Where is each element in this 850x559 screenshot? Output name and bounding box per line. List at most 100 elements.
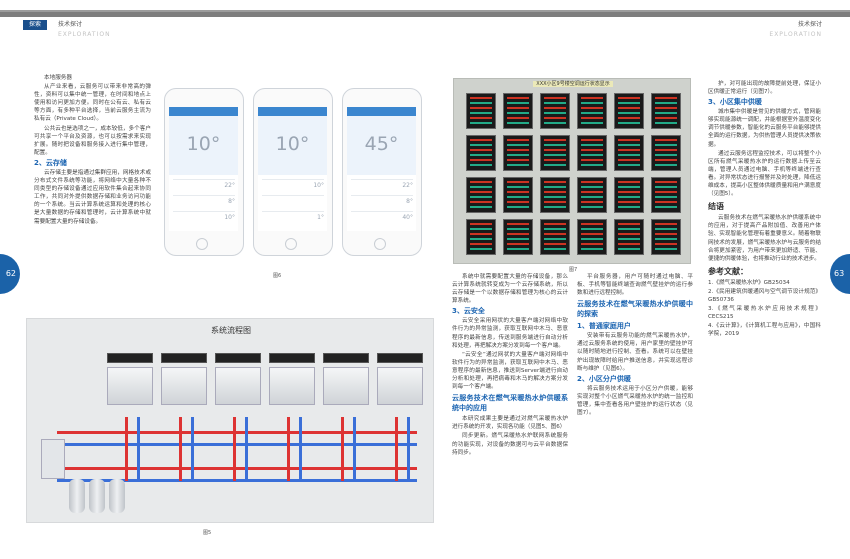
panel-line [507,206,529,208]
panel-line [581,97,603,99]
panel-line [655,107,677,109]
col5-paragraph-0: 护，对可能出现的故障提前处理，保证小区供暖正常运行（见图7）。 [708,81,821,96]
panel-line [581,248,603,250]
water-tank [89,479,105,513]
riser-supply [233,417,236,481]
phone-reading-row: 8° [351,195,413,206]
panel-line [470,223,492,225]
panel-line [544,233,566,235]
phone-screen: 10°22°8°10° [169,107,238,231]
panel-line [507,248,529,250]
riser-return [191,417,194,481]
phone-reading-row: 40° [351,211,413,222]
phone-home-button [374,238,386,250]
col5-reference-10: 4.《云计算》，《计算机工程与应用》，中国科学院，2019 [708,323,821,338]
monitor-panel [466,177,496,213]
panel-line [618,233,640,235]
panel-line [507,223,529,225]
panel-line [507,228,529,230]
panel-line [544,144,566,146]
monitor-panel [466,219,496,255]
panel-line [581,149,603,151]
panel-line [655,97,677,99]
panel-line [544,223,566,225]
panel-line [581,164,603,166]
panel-line [618,144,640,146]
panel-line [507,117,529,119]
monitor-title: XXX小区9号楼空调运行状态显示 [454,81,692,88]
panel-line [655,112,677,114]
text-column-3: 系统中就需要配置大量的存储设备，那么云计算系统就转变成为一个云存储系统，所以云存… [452,273,568,458]
panel-line [470,144,492,146]
panel-line [544,164,566,166]
return-pipe [57,443,417,446]
unit-body [323,367,369,405]
panel-line [470,164,492,166]
monitor-panel [466,135,496,171]
phone-title-bar [169,107,238,116]
monitor-panel [503,93,533,129]
col4-heading-2: 1、普通家庭用户 [577,322,631,331]
panel-line [581,233,603,235]
col5-heading-4: 结语 [708,202,724,212]
panel-line [655,139,677,141]
panel-line [655,248,677,250]
phone-temperature: 45° [364,133,399,155]
panel-line [507,97,529,99]
unit-display [215,353,261,363]
panel-line [544,186,566,188]
phone-reading-row: 10° [262,179,324,190]
monitor-panel [503,177,533,213]
left-header-en: EXPLORATION [58,31,111,38]
panel-line [655,117,677,119]
panel-line [470,139,492,141]
panel-line [618,154,640,156]
text-column-1: 本地服务器从产业来看，云服务可以带来非常高的弹性，资料可以集中统一管理，在时间和… [34,74,151,227]
panel-line [581,206,603,208]
right-header-title: 技术探讨 [797,21,822,28]
panel-line [618,191,640,193]
panel-line [581,196,603,198]
panel-line [470,248,492,250]
figure-5-caption: 图5 [203,530,212,536]
col3-paragraph-3: “云安全”通过网状的大量客户端对网络中软件行为的异常监测，获取互联网中木马、恶意… [452,351,568,391]
supply-pipe [57,431,417,434]
col5-paragraph-3: 通过云服务远程监控技术，可以将整个小区所有燃气采暖热水炉的运行数据上传至云端，管… [708,150,821,198]
monitor-panel [651,219,681,255]
panel-line [618,228,640,230]
col4-paragraph-0: 平台服务器，用户可随时通过电脑、平板、手机等智能终端查询燃气壁挂炉的运行参数和进… [577,274,693,297]
col3-heading-1: 3、云安全 [452,307,485,316]
monitor-panel [651,93,681,129]
col3-paragraph-2: 云安全采用网状的大量客户端对网络中软件行为的异常监测，获取互联网中木马、恶意程序… [452,318,568,349]
panel-line [655,122,677,124]
riser-return [245,417,248,481]
monitor-panel [540,93,570,129]
panel-line [618,223,640,225]
col5-reference-7: 1.《燃气采暖热水炉》GB25034 [708,279,790,286]
col1-heading-3: 2、云存储 [34,158,67,167]
panel-line [581,181,603,183]
col1-paragraph-4: 云存储主要是指通过集群应用，网格技术或分布式文件系统等功能，将网络中大量各种不同… [34,169,151,225]
monitor-panel [651,177,681,213]
panel-line [581,117,603,119]
unit-display [323,353,369,363]
section-tag: 探索 [23,20,47,30]
monitor-panel [503,219,533,255]
riser-supply [395,417,398,481]
panel-line [470,122,492,124]
panel-line [470,191,492,193]
riser-return [137,417,140,481]
monitor-panel [614,219,644,255]
panel-line [507,112,529,114]
panel-line [544,122,566,124]
panel-line [581,243,603,245]
panel-line [470,149,492,151]
panel-line [470,107,492,109]
panel-line [470,196,492,198]
panel-line [507,122,529,124]
panel-line [507,191,529,193]
page-number-left: 62 [0,254,20,294]
phone-reading-row: 22° [173,179,235,190]
boiler-unit [323,353,369,417]
boiler-unit [377,353,423,417]
